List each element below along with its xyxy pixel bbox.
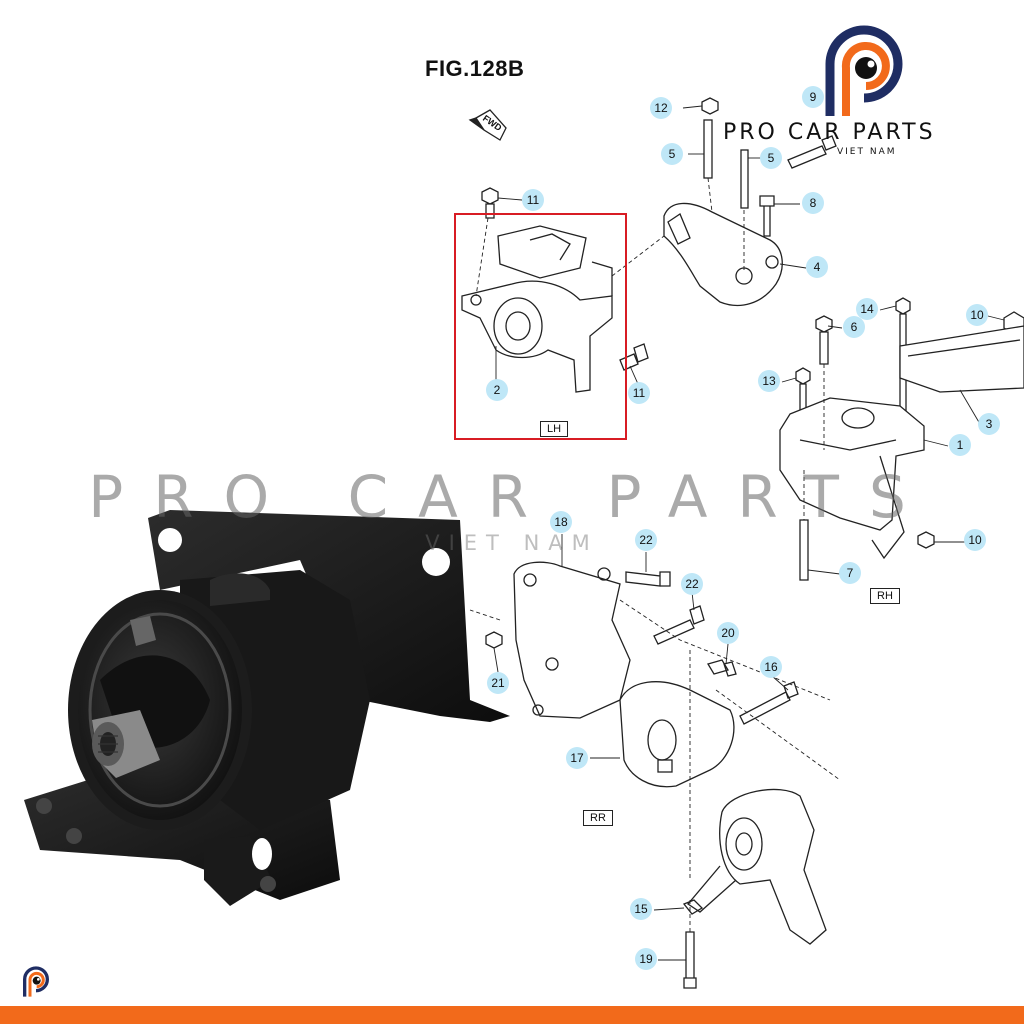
small-logo-icon: [23, 966, 49, 997]
callout-10b: 10: [964, 529, 986, 551]
callout-15: 15: [630, 898, 652, 920]
callout-4: 4: [806, 256, 828, 278]
bolt-10b: [917, 531, 935, 549]
callout-13: 13: [758, 370, 780, 392]
section-tag-rh: RH: [870, 588, 900, 604]
mount-2-lh: [461, 225, 613, 393]
callout-8: 8: [802, 192, 824, 214]
callout-3: 3: [978, 413, 1000, 435]
bolt-8: [759, 195, 775, 237]
callout-12: 12: [650, 97, 672, 119]
callout-11a: 11: [522, 189, 544, 211]
watermark-subtext: VIET NAM: [425, 531, 599, 555]
stud-5b: [740, 149, 749, 209]
brand-logo-icon: [825, 25, 903, 116]
bracket-4: [663, 202, 783, 306]
callout-7: 7: [839, 562, 861, 584]
footer-bar: [0, 1006, 1024, 1024]
callout-22b: 22: [681, 573, 703, 595]
nut-12: [701, 97, 719, 115]
callout-1: 1: [949, 434, 971, 456]
callout-5b: 5: [760, 147, 782, 169]
fwd-arrow: [468, 109, 507, 141]
callout-14: 14: [856, 298, 878, 320]
callout-9: 9: [802, 86, 824, 108]
bolt-6: [815, 315, 833, 365]
bolt-20: [707, 659, 737, 677]
bolt-21: [485, 631, 503, 649]
callout-16: 16: [760, 656, 782, 678]
callout-11b: 11: [628, 382, 650, 404]
brand-subtitle: VIET NAM: [837, 147, 897, 157]
lh-highlight-box: [454, 213, 627, 440]
bolt-16: [739, 681, 799, 725]
nut-15: [682, 899, 704, 915]
section-tag-rr: RR: [583, 810, 613, 826]
callout-6: 6: [843, 316, 865, 338]
mount-rr: [687, 788, 827, 945]
bracket-17: [619, 681, 735, 788]
bracket-3: [899, 325, 1024, 393]
callout-17: 17: [566, 747, 588, 769]
mount-1-rh: [779, 397, 925, 560]
bolt-10a: [1003, 311, 1024, 335]
callout-19: 19: [635, 948, 657, 970]
bolt-9: [787, 135, 837, 169]
figure-title: FIG.128B: [425, 56, 525, 81]
callout-21: 21: [487, 672, 509, 694]
callout-5a: 5: [661, 143, 683, 165]
bolt-19: [683, 931, 697, 989]
bolt-22a: [625, 571, 671, 587]
bracket-18: [513, 561, 631, 719]
callout-18: 18: [550, 511, 572, 533]
section-tag-lh: LH: [540, 421, 569, 437]
bolt-22b: [653, 605, 705, 645]
callout-10a: 10: [966, 304, 988, 326]
callout-2: 2: [486, 379, 508, 401]
callout-20: 20: [717, 622, 739, 644]
watermark-text: PRO CAR PARTS: [88, 463, 936, 531]
callout-22a: 22: [635, 529, 657, 551]
bolt-11b: [619, 343, 649, 371]
brand-name: PRO CAR PARTS: [723, 120, 936, 145]
